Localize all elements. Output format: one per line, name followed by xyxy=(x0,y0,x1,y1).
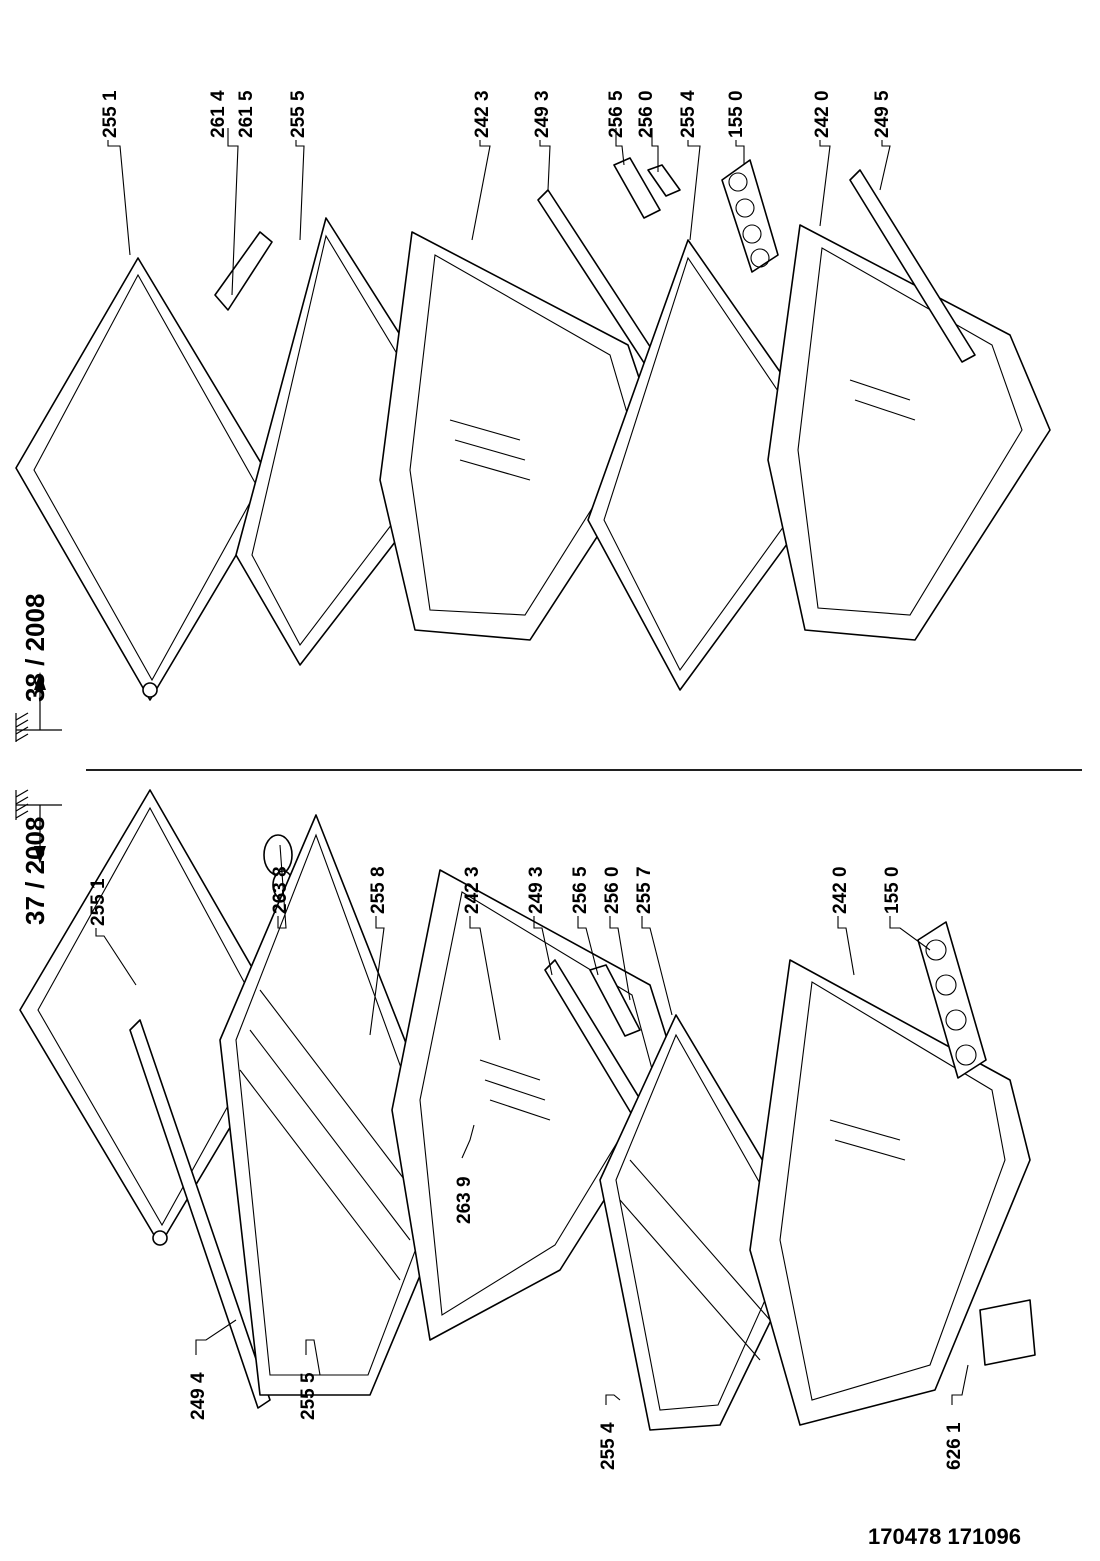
labels-upper: 255 1 261 4 261 5 255 5 242 3 249 3 256 … xyxy=(100,90,893,138)
label-255-1-upper: 255 1 xyxy=(100,90,121,138)
label-249-5: 249 5 xyxy=(872,90,893,138)
lower-parts xyxy=(19,789,1036,1431)
trim-strip-part-2 xyxy=(129,1019,271,1409)
label-242-3-lower: 242 3 xyxy=(462,866,483,914)
label-626-1: 626 1 xyxy=(944,1422,965,1470)
label-261-5: 261 5 xyxy=(236,90,257,138)
label-256-5-lower: 256 5 xyxy=(570,866,591,914)
label-261-4: 261 4 xyxy=(208,90,229,138)
lower-shelf-part-2 xyxy=(599,1014,811,1431)
label-255-1-lower: 255 1 xyxy=(88,878,109,926)
egg-tray-part-2 xyxy=(917,921,987,1079)
date-label-38-2008: 38 / 2008 xyxy=(20,594,50,702)
label-242-0-lower: 242 0 xyxy=(830,866,851,914)
clip-insert-part xyxy=(647,164,681,197)
label-249-4: 249 4 xyxy=(188,1372,209,1420)
label-242-0-upper: 242 0 xyxy=(812,90,833,138)
label-249-3-lower: 249 3 xyxy=(526,866,547,914)
label-256-5-upper: 256 5 xyxy=(606,90,627,138)
label-242-3-upper: 242 3 xyxy=(472,90,493,138)
clip-part xyxy=(613,157,661,219)
label-255-5-upper: 255 5 xyxy=(288,90,309,138)
lower-drawer-part xyxy=(767,224,1051,641)
labels-lower: 255 1 263 8 255 8 242 3 249 3 256 5 256 … xyxy=(88,866,965,1470)
date-label-37-2008: 37 / 2008 xyxy=(20,817,50,925)
label-263-9: 263 9 xyxy=(454,1176,475,1224)
label-255-4-lower: 255 4 xyxy=(598,1422,619,1470)
bracket-part xyxy=(214,231,273,311)
lower-trim-strip-part xyxy=(849,169,976,363)
label-249-3-upper: 249 3 xyxy=(532,90,553,138)
document-number: 170478 171096 xyxy=(868,1524,1021,1549)
label-255-7: 255 7 xyxy=(634,866,655,914)
arrow-down-icon xyxy=(34,846,46,864)
date-marker-37-2008: 37 / 2008 xyxy=(15,789,62,925)
date-marker-38-2008: 38 / 2008 xyxy=(15,594,62,742)
arrow-up-icon xyxy=(34,672,46,690)
label-255-8: 255 8 xyxy=(368,866,389,914)
upper-parts xyxy=(15,157,1051,701)
label-255-4-upper: 255 4 xyxy=(678,90,699,138)
cover-part xyxy=(979,1299,1036,1366)
label-256-0-upper: 256 0 xyxy=(636,90,657,138)
label-155-0-lower: 155 0 xyxy=(882,866,903,914)
egg-tray-part xyxy=(721,159,779,273)
clip-part-2 xyxy=(589,964,641,1037)
label-256-0-lower: 256 0 xyxy=(602,866,623,914)
label-263-8: 263 8 xyxy=(270,866,291,914)
leader-lines xyxy=(95,128,969,1405)
label-255-5-lower: 255 5 xyxy=(298,1372,319,1420)
shelf-frame-part-2 xyxy=(219,814,461,1396)
label-155-0-upper: 155 0 xyxy=(726,90,747,138)
glass-shelf-part xyxy=(15,257,277,701)
